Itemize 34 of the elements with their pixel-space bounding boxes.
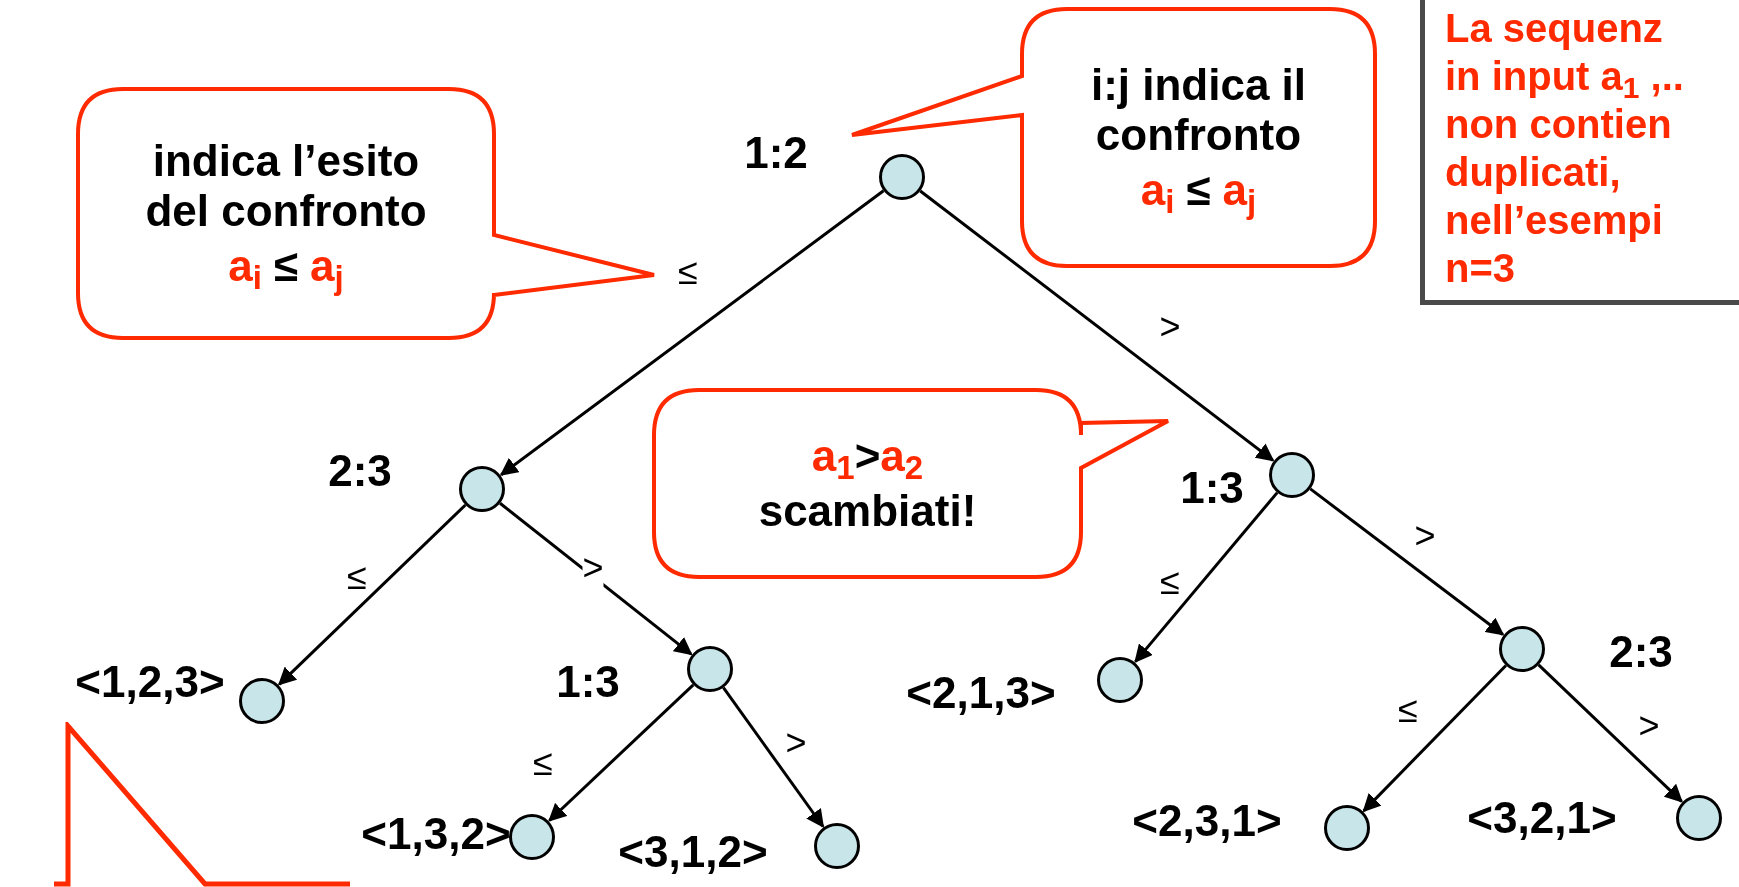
callout-text: ≤: [273, 240, 299, 292]
node-label: 1:3: [556, 657, 620, 706]
node-label: 2:3: [1609, 627, 1673, 676]
arrow: [919, 189, 1275, 462]
node-label: <3,1,2>: [618, 827, 768, 876]
arrow: [548, 683, 695, 822]
arrow: [1309, 487, 1505, 636]
node-label: 2:3: [328, 446, 392, 495]
node-label: <1,3,2>: [361, 809, 511, 858]
callout-text: a$_{2}$: [880, 430, 924, 482]
arrow: [1134, 491, 1279, 663]
arrow: [499, 189, 885, 476]
callout-text: a$_{1}$: [811, 430, 855, 482]
callout-text: >: [854, 430, 881, 482]
speech-callout: [848, 5, 1378, 269]
node-label: 1:3: [1180, 463, 1244, 512]
node-label: <1,2,3>: [75, 657, 225, 706]
callout-text: a$_{i}$: [228, 240, 262, 292]
arrow: [1537, 663, 1683, 803]
arrow: [499, 502, 693, 656]
callout-text: ≤: [1186, 164, 1211, 216]
arrow: [1362, 664, 1507, 813]
node-label: <3,2,1>: [1467, 793, 1617, 842]
callout-text: i:j indica il confronto: [1089, 59, 1308, 161]
note-text: La sequenz in input a$_{1}$ ,.. non contien duplicati, nell’esempi n=3: [1445, 5, 1685, 292]
node-label: <2,1,3>: [906, 668, 1056, 717]
callout-text: indica l’esito del confronto: [144, 135, 428, 237]
node-label: 1:2: [744, 128, 808, 177]
arrow: [278, 503, 467, 686]
note-box: [1420, 0, 1739, 305]
callout-text: a$_{i}$: [1140, 164, 1175, 216]
arrow: [722, 686, 825, 828]
node-label: <2,3,1>: [1132, 796, 1282, 845]
callout-text: scambiati!: [758, 485, 977, 537]
